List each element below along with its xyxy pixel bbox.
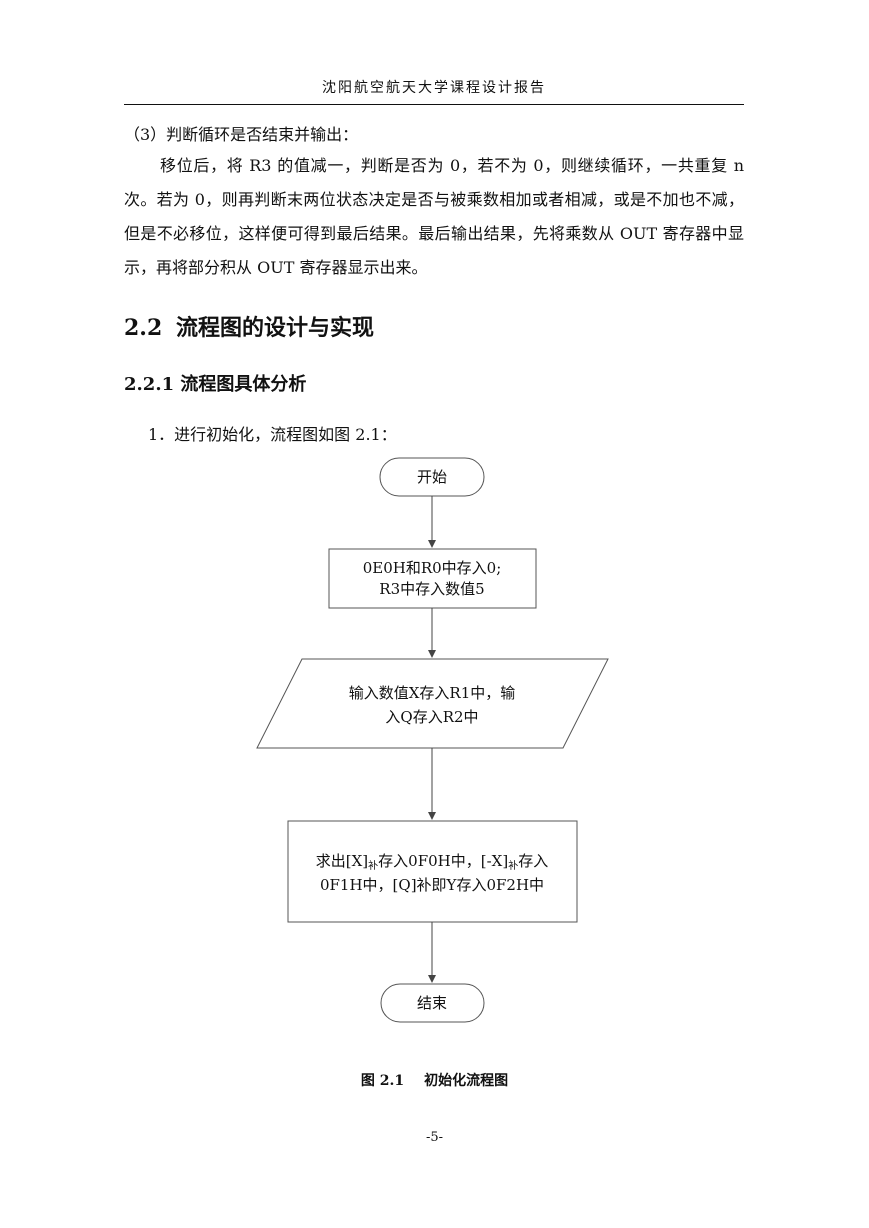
init-process-box <box>328 548 537 609</box>
intro-paragraph: 1．进行初始化，流程图如图 2.1： <box>148 425 397 444</box>
figure-caption: 图 2.1 初始化流程图 <box>0 1070 869 1090</box>
step3-heading: （3）判断循环是否结束并输出： <box>124 125 359 144</box>
section-title: 流程图的设计与实现 <box>176 315 375 341</box>
complement-subscript-2: 补 <box>508 859 518 872</box>
input-line2: 入Q存入R2中 <box>385 708 478 726</box>
input-parallelogram <box>256 658 609 749</box>
step3-paragraph: 移位后，将 R3 的值减一，判断是否为 0，若不为 0，则继续循环，一共重复 n… <box>124 156 744 277</box>
start-label: 开始 <box>417 468 447 486</box>
header-title: 沈阳航空航天大学课程设计报告 <box>322 80 546 96</box>
init-process-line2: R3中存入数值5 <box>379 580 484 598</box>
complement-line1-part-a: 求出[X] <box>316 852 368 870</box>
section-heading: 2.2 流程图的设计与实现 <box>124 310 374 342</box>
init-process-line1: 0E0H和R0中存入0; <box>363 559 502 577</box>
complement-line1-part-c: 存入 <box>518 852 548 870</box>
complement-subscript-1: 补 <box>368 859 378 872</box>
complement-line1: 求出[X]补存入0F0H中，[-X]补存入 <box>316 852 548 872</box>
complement-line2: 0F1H中，[Q]补即Y存入0F2H中 <box>320 876 544 894</box>
subsection-heading: 2.2.1 流程图具体分析 <box>124 374 307 395</box>
complement-process-box <box>287 820 578 923</box>
section-number: 2.2 <box>124 315 163 341</box>
figure-title: 初始化流程图 <box>424 1073 509 1089</box>
end-terminator <box>380 983 485 1023</box>
end-label: 结束 <box>417 994 447 1012</box>
page-header: 沈阳航空航天大学课程设计报告 <box>124 78 744 105</box>
input-line1: 输入数值X存入R1中，输 <box>349 684 516 702</box>
page-number: -5- <box>425 1130 444 1145</box>
figure-label: 图 2.1 <box>360 1073 405 1089</box>
complement-line1-part-b: 存入0F0H中，[-X] <box>378 852 508 870</box>
